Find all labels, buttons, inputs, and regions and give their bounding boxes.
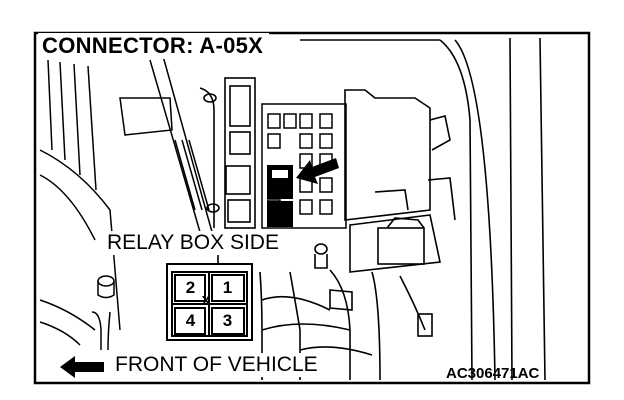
relay-housing — [344, 89, 456, 273]
relay-column — [199, 77, 256, 229]
connector-pin-1: 1 — [222, 278, 233, 297]
connector-center-mark: X — [201, 293, 211, 308]
connector-face — [166, 263, 253, 341]
locator-arrow-icon — [296, 158, 339, 184]
figure-code: AC306471AC — [446, 365, 540, 382]
front-of-vehicle-label: FRONT OF VEHICLE — [112, 353, 321, 377]
connector-pin-4: 4 — [185, 311, 196, 330]
connector-title: CONNECTOR: A-05X — [38, 33, 270, 59]
dashboard-ribs — [39, 55, 213, 346]
connector-pin-3: 3 — [222, 311, 233, 330]
front-direction-arrow-icon — [60, 356, 104, 378]
diagram-border — [33, 31, 591, 385]
fuse-block — [261, 103, 347, 229]
connector-pin-2: 2 — [185, 278, 196, 297]
body-panel-lines — [299, 37, 546, 381]
bolt — [91, 275, 115, 351]
connector-a05x-location — [267, 165, 293, 227]
wire-harness — [259, 243, 433, 381]
relay-box-side-label: RELAY BOX SIDE — [104, 231, 282, 255]
